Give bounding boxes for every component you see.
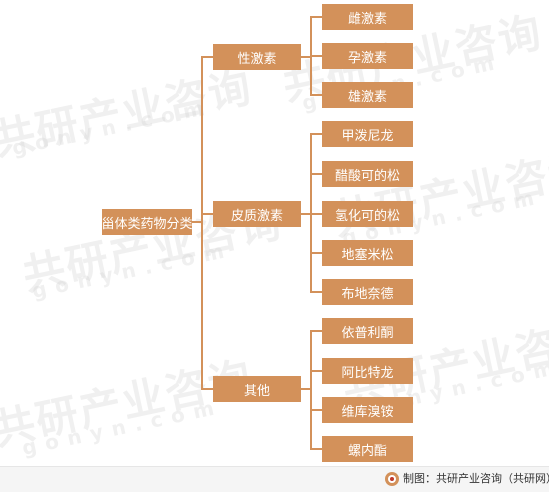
leaf-node: 布地奈德 xyxy=(322,279,413,305)
connector-line xyxy=(310,173,322,175)
connector-line xyxy=(310,370,322,372)
leaf-node: 甲泼尼龙 xyxy=(322,121,413,147)
connector-line xyxy=(310,252,322,254)
leaf-node: 依普利酮 xyxy=(322,318,413,344)
connector-line xyxy=(201,56,213,58)
root-node: 甾体类药物分类 xyxy=(102,209,193,235)
leaf-node: 阿比特龙 xyxy=(322,358,413,384)
leaf-node: 孕激素 xyxy=(322,43,413,69)
connector-line xyxy=(201,388,213,390)
connector-line xyxy=(310,448,322,450)
connector-line xyxy=(310,291,322,293)
connector-line xyxy=(310,213,322,215)
connector-line xyxy=(301,56,311,58)
watermark-cn: 共研产业咨询 xyxy=(328,142,549,245)
connector-line xyxy=(310,133,322,135)
connector-line xyxy=(310,94,322,96)
watermark-en: gonyn.com xyxy=(9,93,215,161)
leaf-node: 维库溴铵 xyxy=(322,397,413,423)
connector-line xyxy=(310,330,312,450)
leaf-node: 醋酸可的松 xyxy=(322,161,413,187)
category-node-corticosteroids: 皮质激素 xyxy=(213,201,301,227)
logo-icon xyxy=(385,472,399,486)
watermark-en: gonyn.com xyxy=(19,393,225,461)
connector-line xyxy=(301,388,311,390)
connector-line xyxy=(310,330,322,332)
leaf-node: 雄激素 xyxy=(322,82,413,108)
connector-line xyxy=(192,221,202,223)
connector-line xyxy=(201,56,203,390)
connector-line xyxy=(310,55,322,57)
footer-bar xyxy=(0,466,549,492)
watermark-cn: 共研产业咨询 xyxy=(0,62,257,165)
connector-line xyxy=(301,213,311,215)
leaf-node: 氢化可的松 xyxy=(322,201,413,227)
connector-line xyxy=(310,16,322,18)
leaf-node: 地塞米松 xyxy=(322,240,413,266)
leaf-node: 螺内酯 xyxy=(322,436,413,462)
connector-line xyxy=(310,409,322,411)
watermark-en: gonyn.com xyxy=(29,236,235,304)
category-node-sex-hormones: 性激素 xyxy=(213,44,301,70)
leaf-node: 雌激素 xyxy=(322,4,413,30)
connector-line xyxy=(201,213,213,215)
category-node-others: 其他 xyxy=(213,376,301,402)
footer-credit: 制图：共研产业咨询（共研网） xyxy=(403,472,549,485)
